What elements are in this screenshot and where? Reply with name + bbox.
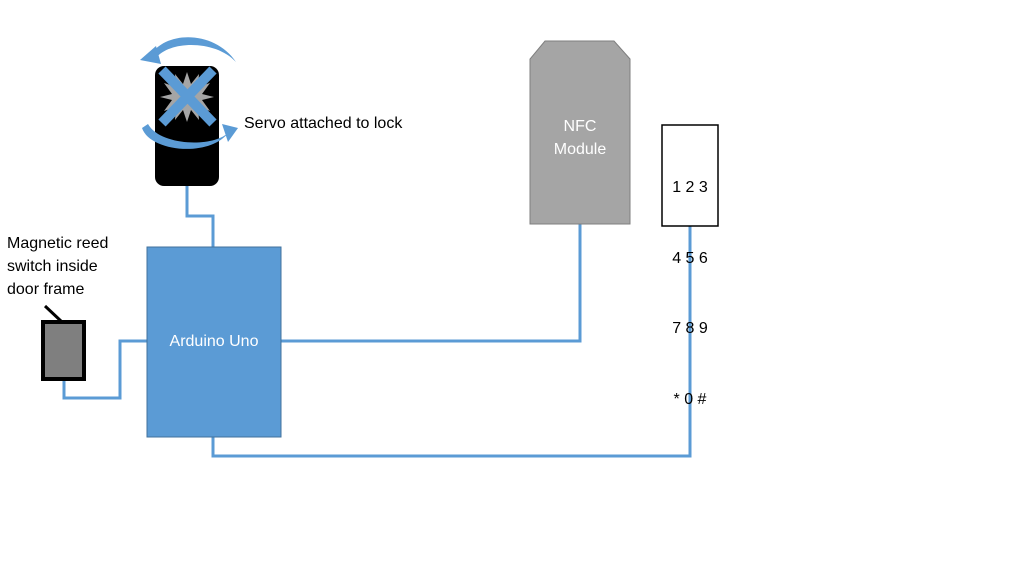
nfc-label: NFC Module (530, 115, 630, 161)
keypad-keys: 1 2 3 4 5 6 7 8 9 * 0 # (662, 129, 718, 458)
rotation-arrows-icon (140, 37, 238, 149)
reed-switch-body (41, 320, 86, 381)
reed-switch-label-line: door frame (7, 281, 85, 298)
keypad-row: 7 8 9 (672, 320, 708, 337)
nfc-label-line: Module (553, 141, 607, 158)
reed-switch-label-line: switch inside (7, 258, 98, 275)
nfc-module-shape (529, 40, 631, 225)
wire-reed-to-arduino (62, 339, 147, 400)
nfc-label-line: NFC (563, 118, 597, 135)
wire-servo-to-arduino (185, 186, 215, 247)
servo-cross-icon (158, 66, 217, 127)
reed-switch-label-line: Magnetic reed (7, 235, 109, 252)
reed-switch (41, 304, 86, 381)
reed-switch-label: Magnetic reed switch inside door frame (7, 232, 108, 301)
servo (140, 37, 238, 186)
wires (62, 186, 692, 458)
keypad-row: * 0 # (673, 390, 707, 408)
arduino-board (146, 246, 282, 438)
arduino-label: Arduino Uno (169, 333, 259, 350)
wire-arduino-to-keypad (211, 226, 692, 458)
keypad-row: 4 5 6 (672, 249, 708, 267)
wire-arduino-to-nfc (281, 224, 582, 343)
reed-switch-wire (43, 304, 64, 324)
keypad-box (661, 124, 719, 227)
servo-label: Servo attached to lock (244, 115, 403, 132)
keypad-row: 1 2 3 (672, 179, 708, 196)
